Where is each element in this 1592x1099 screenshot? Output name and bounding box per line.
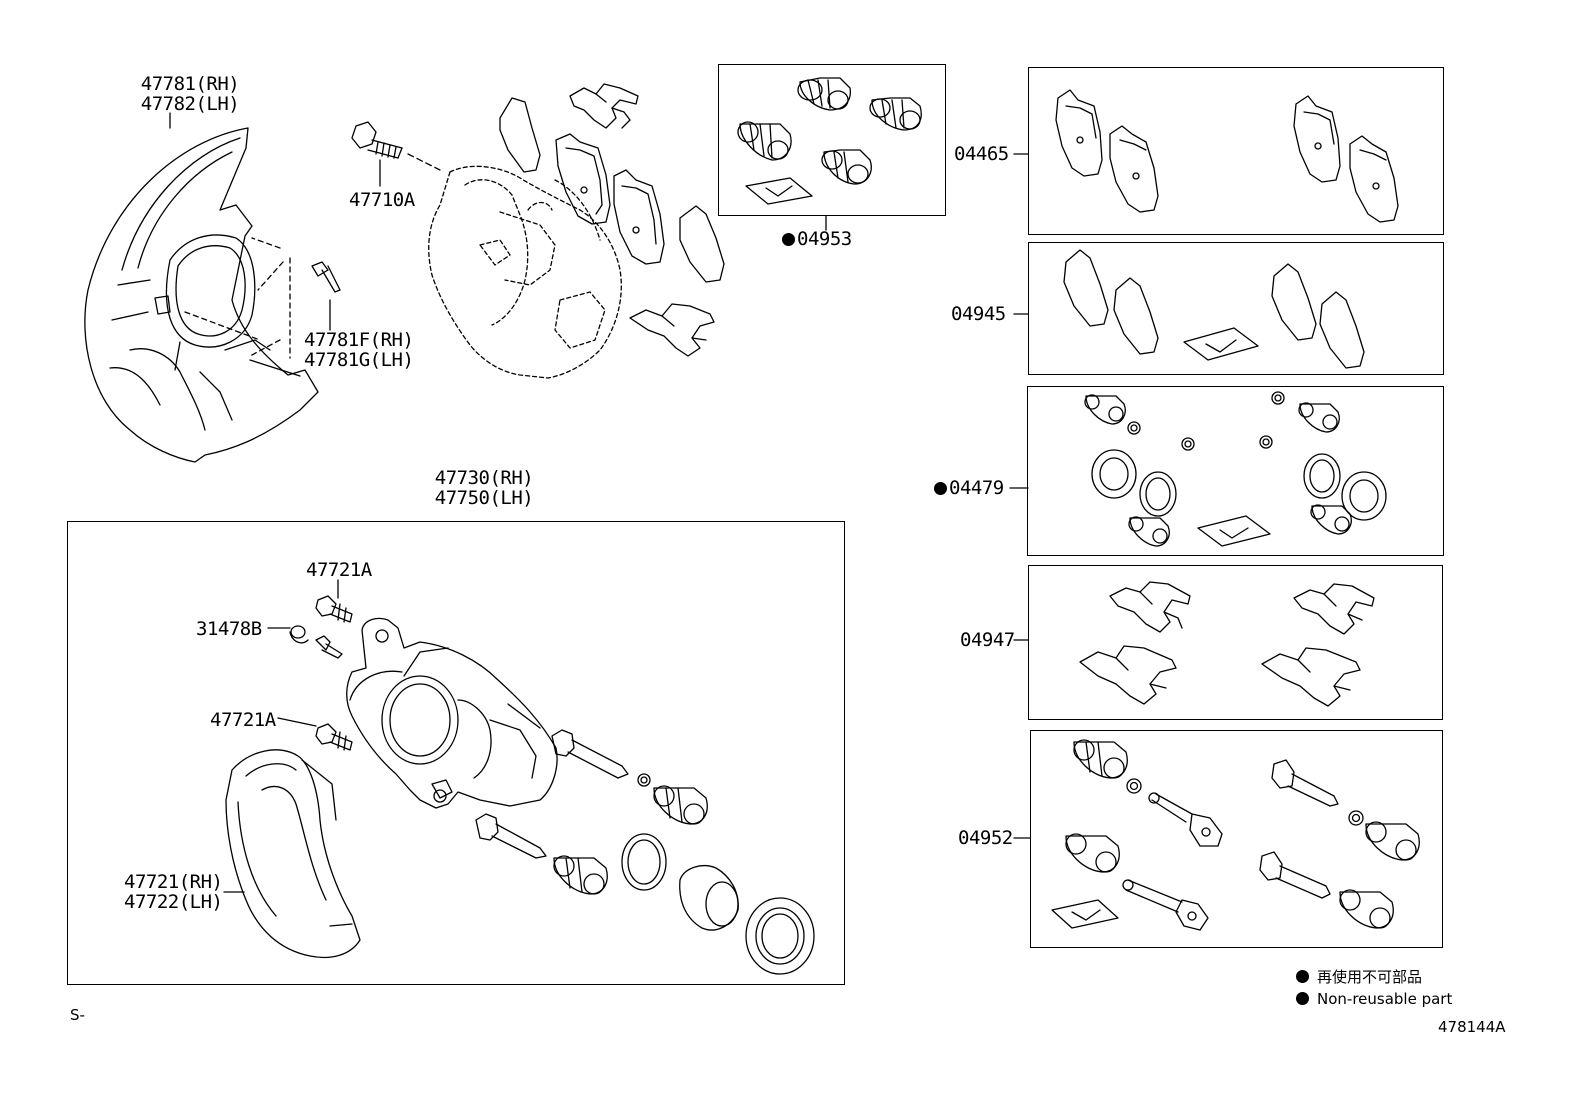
cover-screw-lh: 47781G(LH) — [304, 349, 414, 371]
caliper-parts-drawing — [224, 730, 814, 974]
shim-kit-04945-drawing — [1064, 250, 1364, 368]
cylinder-kit-number: 04479 — [949, 477, 1004, 499]
footer-right: 478144A — [1438, 1018, 1506, 1036]
dust-cover-lh: 47782(LH) — [140, 93, 240, 115]
shim-kit-label: 04945 — [951, 303, 1006, 325]
mounting-lh: 47722(LH) — [124, 891, 223, 913]
cylinder-kit-label: 04479 — [934, 478, 1004, 498]
boot-kit-label: 04953 — [782, 229, 852, 249]
cover-screw-drawing — [312, 262, 340, 330]
caliper-assy-box — [67, 521, 845, 985]
caliper-assy-lh: 47750(LH) — [434, 487, 534, 509]
shim-kit-box — [1028, 242, 1444, 375]
bleeder-bolt-label: 47721A — [306, 559, 372, 581]
fitting-kit-box — [1028, 565, 1443, 720]
footer-left: S- — [70, 1006, 85, 1024]
pad-kit-label: 04465 — [954, 143, 1009, 165]
cylinder-kit-box — [1027, 386, 1444, 556]
caliper-assy-rh: 47730(RH) — [434, 467, 534, 489]
slide-pin-kit-label: 04952 — [958, 827, 1013, 849]
cylinder-kit-04479-drawing — [1085, 392, 1386, 546]
bolt-top-label: 47710A — [349, 189, 415, 211]
dust-cover-drawing — [85, 128, 318, 462]
pad-kit-04465-drawing — [1056, 90, 1398, 222]
bleeder-cap-label: 31478B — [196, 618, 262, 640]
caliper-outline-drawing — [429, 166, 622, 378]
bolt-47710a-drawing — [352, 122, 440, 186]
slide-pin-kit-box — [1030, 730, 1443, 948]
non-reusable-dot-icon — [782, 233, 795, 246]
caliper-body-drawing — [268, 580, 557, 808]
top-pads-drawing — [500, 84, 724, 356]
legend-jp-text: 再使用不可部品 — [1317, 968, 1423, 986]
fitting-kit-04947-drawing — [1080, 582, 1374, 706]
legend-en-text: Non-reusable part — [1317, 990, 1453, 1008]
caliper-assy-label: 47730(RH) 47750(LH) — [432, 468, 536, 508]
non-reusable-dot-icon — [1296, 970, 1309, 983]
dust-cover-label: 47781(RH) 47782(LH) — [138, 74, 242, 114]
boot-kit-box — [718, 64, 946, 216]
cover-screw-rh: 47781F(RH) — [304, 329, 414, 351]
dust-cover-rh: 47781(RH) — [140, 73, 240, 95]
mounting-label: 47721(RH) 47722(LH) — [124, 871, 223, 913]
fitting-kit-label: 04947 — [960, 629, 1015, 651]
bolt-lower-label: 47721A — [210, 709, 276, 731]
legend-jp: 再使用不可部品 — [1296, 966, 1422, 987]
boot-kit-04953-drawing — [738, 78, 921, 204]
non-reusable-dot-icon — [934, 482, 947, 495]
boot-kit-number: 04953 — [797, 228, 852, 250]
pad-kit-box — [1028, 67, 1444, 235]
slide-pin-kit-04952-drawing — [1052, 740, 1419, 930]
mounting-rh: 47721(RH) — [124, 871, 223, 893]
cover-screw-label: 47781F(RH) 47781G(LH) — [304, 329, 414, 371]
non-reusable-dot-icon — [1296, 992, 1309, 1005]
legend-en: Non-reusable part — [1296, 990, 1452, 1008]
